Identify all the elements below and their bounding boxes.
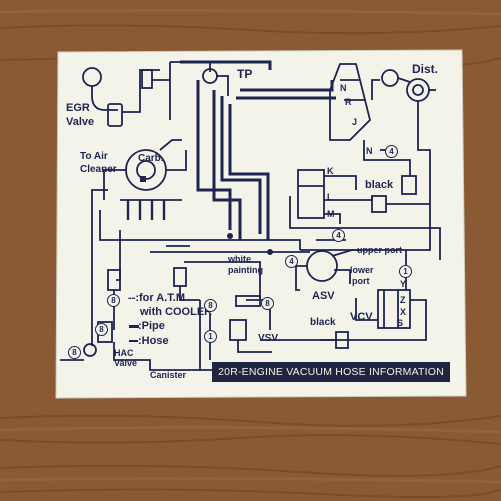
to-air-label: To Air: [80, 151, 108, 162]
port-j-label: J: [352, 117, 358, 127]
port-m-label: M: [327, 209, 335, 219]
engine-title-banner: 20R-ENGINE VACUUM HOSE INFORMATION: [212, 362, 450, 382]
port-z-label: Z: [400, 295, 406, 305]
circled-number-1-b: 1: [204, 330, 217, 343]
legend-cooler: with COOLER: [140, 306, 213, 318]
circled-number-8-b: 8: [95, 323, 108, 336]
vtv-block-symbol: [329, 63, 371, 141]
white-label: white: [228, 254, 252, 264]
circled-number-1: 1: [399, 265, 412, 278]
port-label: port: [352, 276, 370, 286]
circled-number-8-a: 8: [107, 294, 120, 307]
dist-label: Dist.: [412, 62, 439, 76]
egr-label: EGR: [66, 102, 90, 114]
upper-port-label: upper port: [357, 245, 402, 255]
port-k-label: K: [327, 166, 334, 176]
circled-number-8-d: 8: [204, 299, 217, 312]
vcv-symbol: [377, 289, 411, 329]
black-lower-label: black: [310, 317, 336, 328]
legend-pipe: :Pipe: [138, 320, 165, 332]
hac-label: HAC: [114, 348, 134, 358]
port-y-label: Y: [400, 279, 407, 289]
egr-valve-label: Valve: [66, 116, 95, 128]
port-x-label: X: [400, 307, 407, 317]
vacuum-hose-label-card: [55, 49, 467, 399]
vcv-label: VCV: [350, 311, 373, 323]
lower-label: lower: [350, 265, 374, 275]
painting-label: painting: [228, 265, 263, 275]
cleaner-label: Cleaner: [80, 164, 117, 175]
circled-number-4-mid: 4: [332, 229, 345, 242]
asv-label: ASV: [312, 290, 335, 302]
tp-label: TP: [237, 67, 253, 81]
port-n-label: N: [366, 146, 373, 156]
port-l-label: L: [327, 192, 333, 202]
legend-hose: :Hose: [138, 335, 169, 347]
port-n2-label: N: [340, 83, 347, 93]
circled-number-8-c: 8: [68, 346, 81, 359]
legend-hose-swatch: [129, 340, 138, 342]
port-s-label: S: [397, 318, 404, 328]
hac-valve-label: Valve: [114, 358, 138, 368]
legend-atm: --:for A.T.M: [128, 292, 186, 304]
hose-diagram-lines: [60, 60, 441, 371]
vsv-label: VSV: [258, 333, 279, 344]
port-r-label: R: [345, 97, 352, 107]
legend-pipe-swatch: [129, 325, 139, 328]
carb-label: Carb.: [138, 153, 164, 164]
circled-number-8-e: 8: [261, 297, 274, 310]
black-upper-label: black: [365, 179, 394, 191]
circled-number-4-left: 4: [285, 255, 298, 268]
canister-label: Canister: [150, 370, 187, 380]
bvsv-symbol: [297, 169, 325, 219]
circled-number-4-top: 4: [385, 145, 398, 158]
